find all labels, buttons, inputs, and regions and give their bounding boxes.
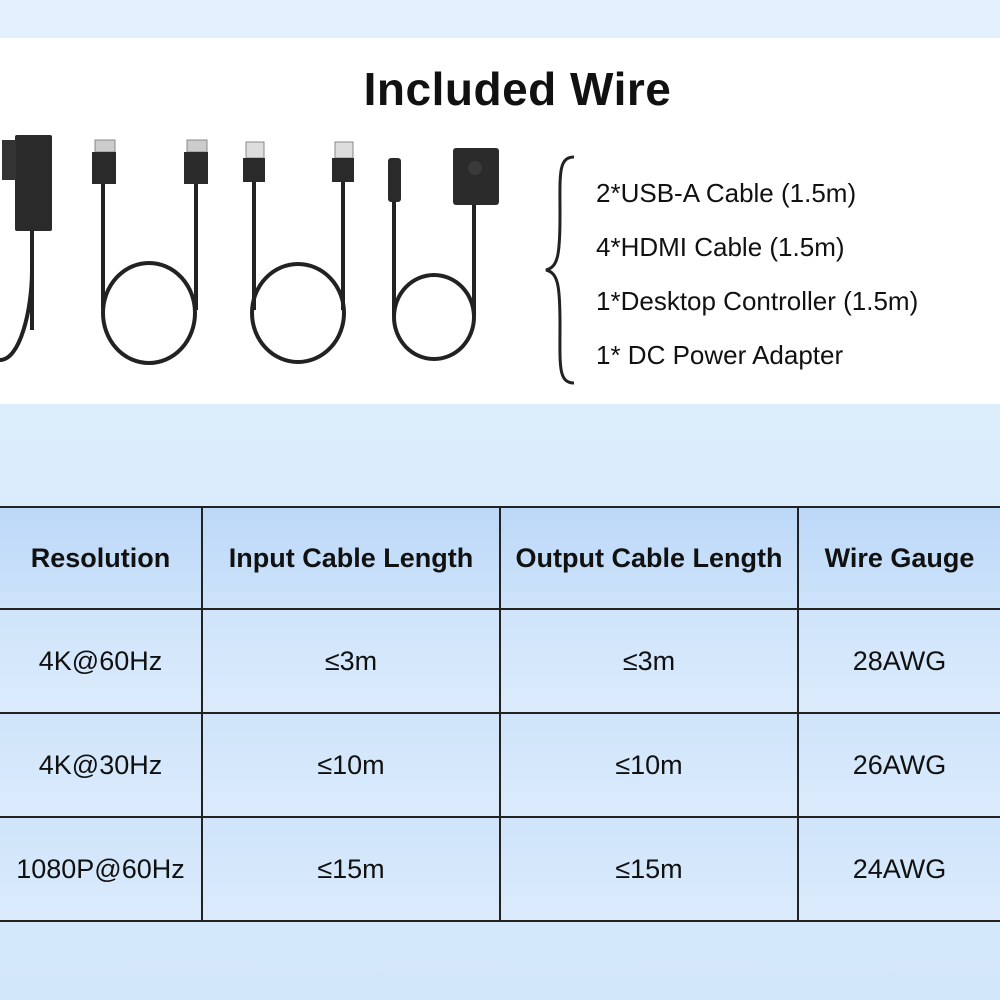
cell-wire-gauge: 28AWG [797,608,1000,714]
included-panel [0,38,1000,404]
cell-output-length: ≤15m [499,816,799,922]
list-item: 1*Desktop Controller (1.5m) [596,286,919,316]
list-item: 2*USB-A Cable (1.5m) [596,178,857,208]
cell-input-length: ≤15m [201,816,501,922]
table-row: 4K@60Hz ≤3m ≤3m 28AWG [0,608,1000,714]
header-wire-gauge: Wire Gauge [797,506,1000,610]
table-row: 4K@30Hz ≤10m ≤10m 26AWG [0,712,1000,818]
cell-output-length: ≤10m [499,712,799,818]
desktop-controller-icon [388,148,499,361]
cell-output-length: ≤3m [499,608,799,714]
header-output-length: Output Cable Length [499,506,799,610]
power-adapter-icon [0,135,52,362]
cell-resolution: 4K@60Hz [0,608,203,714]
header-resolution: Resolution [0,506,203,610]
cell-resolution: 1080P@60Hz [0,816,203,922]
cell-wire-gauge: 24AWG [797,816,1000,922]
brace-icon [545,155,575,385]
usb-a-cable-icon [243,141,354,364]
cell-wire-gauge: 26AWG [797,712,1000,818]
cell-input-length: ≤10m [201,712,501,818]
hdmi-cable-icon [92,139,208,365]
table-header-row: Resolution Input Cable Length Output Cab… [0,506,1000,610]
cell-resolution: 4K@30Hz [0,712,203,818]
list-item: 1* DC Power Adapter [596,340,844,370]
spec-table: Resolution Input Cable Length Output Cab… [0,506,1000,922]
page-title: Included Wire [363,63,672,115]
included-items-list: 2*USB-A Cable (1.5m) 4*HDMI Cable (1.5m)… [596,166,996,382]
cables-illustration [0,135,499,365]
header-input-length: Input Cable Length [201,506,501,610]
list-item: 4*HDMI Cable (1.5m) [596,232,845,262]
table-row: 1080P@60Hz ≤15m ≤15m 24AWG [0,816,1000,922]
cell-input-length: ≤3m [201,608,501,714]
